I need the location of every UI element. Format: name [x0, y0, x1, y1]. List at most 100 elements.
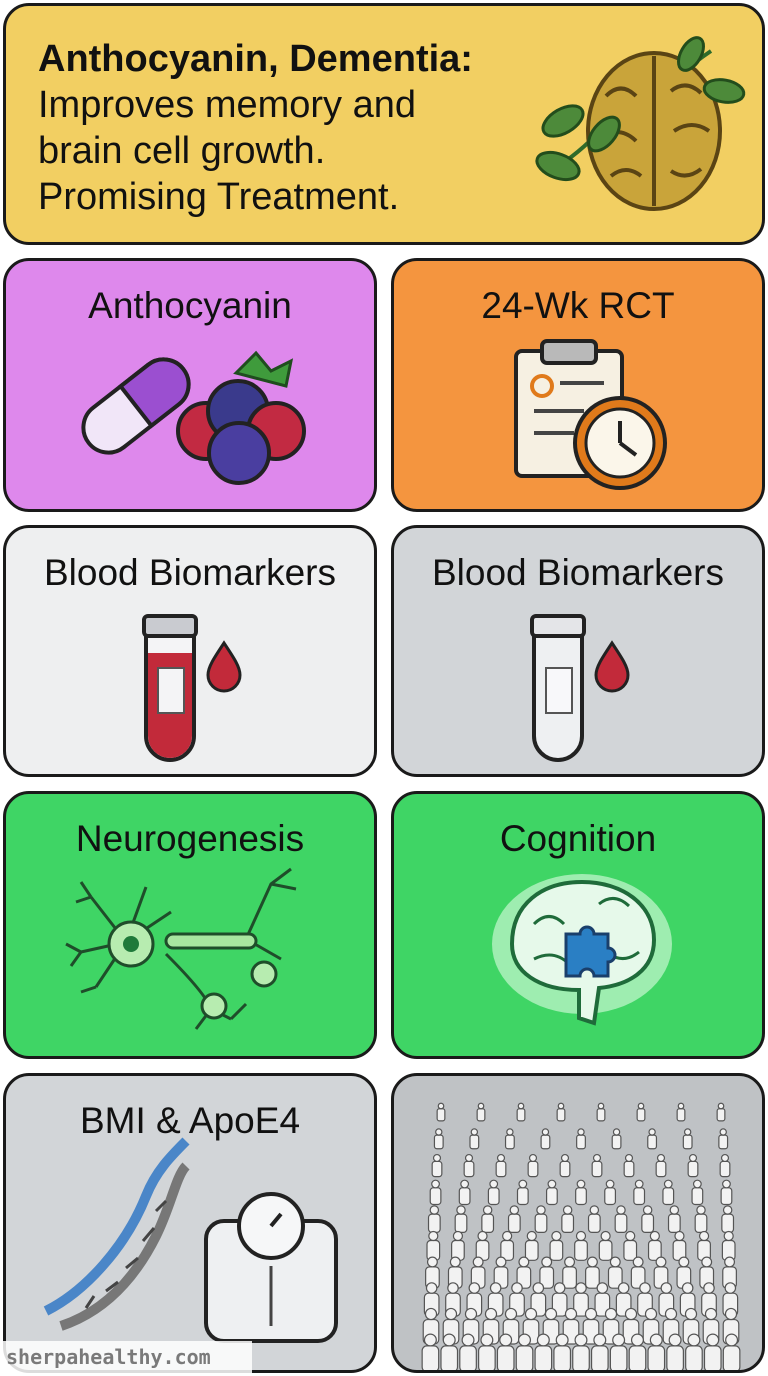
- person-figure: [719, 1153, 731, 1178]
- person-figure: [561, 1205, 575, 1234]
- header-card: Anthocyanin, Dementia: Improves memory a…: [3, 3, 765, 245]
- person-figure: [495, 1153, 507, 1178]
- header-line-1: Improves memory and: [38, 84, 417, 126]
- tile-rct: 24-Wk RCT: [391, 258, 765, 512]
- person-figure: [607, 1256, 623, 1289]
- person-figure: [623, 1153, 635, 1178]
- person-figure: [556, 1102, 566, 1122]
- person-figure: [527, 1153, 539, 1178]
- blood-vial-icon: [142, 614, 242, 762]
- person-figure: [562, 1256, 577, 1289]
- person-figure: [540, 1128, 551, 1150]
- tile-title-anthocyanin: Anthocyanin: [88, 285, 292, 326]
- header-line-3: Promising Treatment.: [38, 176, 400, 218]
- person-figure: [429, 1179, 442, 1206]
- person-figure: [590, 1333, 609, 1370]
- person-figure: [721, 1205, 735, 1234]
- person-figure: [487, 1179, 500, 1206]
- person-figure: [507, 1205, 521, 1234]
- person-figure: [598, 1230, 613, 1261]
- person-figure: [636, 1102, 646, 1122]
- person-figure: [431, 1153, 443, 1178]
- person-figure: [685, 1333, 703, 1370]
- person-figure: [515, 1333, 534, 1370]
- brain-leaves-icon: [535, 36, 746, 211]
- person-figure: [454, 1205, 468, 1234]
- person-figure: [655, 1153, 667, 1178]
- person-figure: [662, 1179, 675, 1206]
- tile-title-blood-biomarkers-2: Blood Biomarkers: [431, 552, 724, 593]
- person-figure: [596, 1102, 606, 1122]
- person-figure: [516, 1179, 529, 1206]
- person-figure: [682, 1128, 693, 1150]
- person-figure: [676, 1102, 686, 1122]
- person-figure: [539, 1256, 555, 1289]
- person-figure: [516, 1102, 526, 1122]
- person-figure: [440, 1333, 459, 1370]
- person-figure: [458, 1179, 471, 1206]
- person-figure: [587, 1205, 601, 1234]
- brain-puzzle-icon: [492, 874, 672, 1026]
- tile-blood-biomarkers-1: Blood Biomarkers: [3, 525, 377, 777]
- person-figure: [574, 1230, 588, 1261]
- person-figure: [433, 1128, 444, 1150]
- person-figure: [721, 1230, 736, 1261]
- person-figure: [667, 1205, 681, 1234]
- person-figure: [549, 1230, 564, 1261]
- person-figure: [459, 1333, 477, 1370]
- person-figure: [534, 1333, 553, 1370]
- header-text: Anthocyanin, Dementia: Improves memory a…: [38, 36, 473, 220]
- header-title: Anthocyanin, Dementia:: [38, 38, 473, 80]
- person-figure: [614, 1205, 628, 1234]
- person-figure: [672, 1230, 687, 1261]
- person-figure: [516, 1256, 532, 1289]
- person-figure: [628, 1333, 647, 1370]
- person-figure: [534, 1205, 548, 1234]
- person-figure: [666, 1333, 684, 1370]
- person-figure: [478, 1333, 496, 1370]
- dna-and-scale-icon: [43, 1137, 338, 1343]
- tile-anthocyanin: Anthocyanin: [3, 258, 377, 512]
- person-figure: [576, 1128, 586, 1150]
- person-figure: [694, 1205, 708, 1234]
- person-figure: [436, 1102, 446, 1122]
- person-figure: [716, 1102, 726, 1122]
- person-figure: [594, 1282, 611, 1317]
- neuron-icon: [65, 867, 297, 1030]
- person-figure: [691, 1179, 704, 1206]
- person-figure: [604, 1179, 617, 1206]
- person-figure: [476, 1102, 486, 1122]
- tile-crowd: [391, 1073, 765, 1373]
- person-figure: [687, 1153, 699, 1178]
- clipboard-clock-icon: [514, 339, 667, 490]
- header-line-2: brain cell growth.: [38, 130, 326, 172]
- tile-title-cognition: Cognition: [499, 818, 657, 859]
- watermark: sherpahealthy.com: [0, 1341, 252, 1373]
- person-figure: [720, 1179, 733, 1206]
- person-figure: [500, 1230, 515, 1261]
- person-figure: [718, 1128, 729, 1150]
- person-figure: [722, 1333, 741, 1370]
- tile-bmi-apoe4: BMI & ApoE4: [3, 1073, 377, 1373]
- person-figure: [469, 1128, 480, 1150]
- person-figure: [703, 1333, 722, 1370]
- person-figure: [647, 1333, 666, 1370]
- person-figure: [633, 1179, 646, 1206]
- person-figure: [630, 1256, 646, 1289]
- person-figure: [611, 1128, 622, 1150]
- person-figure: [496, 1333, 515, 1370]
- tile-neurogenesis: Neurogenesis: [3, 791, 377, 1059]
- person-figure: [545, 1179, 558, 1206]
- person-figure: [553, 1333, 572, 1370]
- person-figure: [426, 1230, 441, 1261]
- person-figure: [609, 1333, 628, 1370]
- tile-title-rct: 24-Wk RCT: [481, 285, 675, 326]
- person-figure: [463, 1153, 475, 1178]
- empty-vial-icon: [530, 614, 630, 762]
- person-figure: [647, 1128, 658, 1150]
- person-figure: [575, 1179, 587, 1206]
- tile-cognition: Cognition: [391, 791, 765, 1059]
- person-figure: [445, 1282, 461, 1317]
- person-figure: [427, 1205, 441, 1234]
- person-figure: [475, 1230, 490, 1261]
